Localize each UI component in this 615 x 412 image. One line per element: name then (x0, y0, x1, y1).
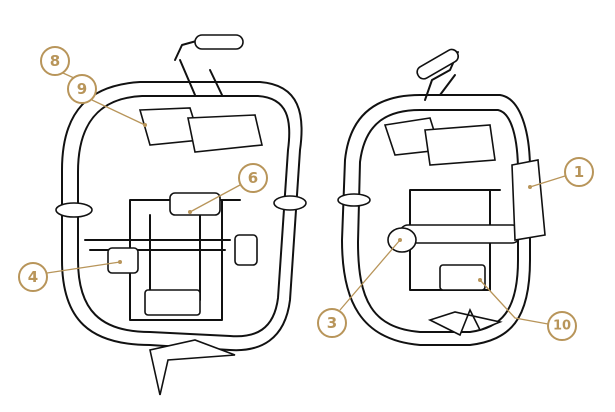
leader-1 (529, 175, 566, 188)
callout-label: 1 (574, 163, 584, 181)
pan-knob (234, 234, 258, 266)
camera-plate (144, 289, 201, 316)
inner-cage-ring (77, 95, 291, 338)
callout-6: 6 (238, 163, 268, 193)
leader-6 (189, 184, 241, 213)
top-grip (194, 34, 244, 50)
right-grip-clamp (273, 195, 307, 211)
callout-4: 4 (18, 262, 48, 292)
camera-plate (439, 264, 486, 291)
gimbal-right-view (337, 48, 546, 346)
stand-foot (427, 308, 503, 337)
left-grip-clamp (55, 202, 93, 218)
roll-motor (424, 124, 496, 166)
outer-cage-ring (61, 81, 303, 352)
crossbar (84, 239, 231, 251)
callout-3: 3 (317, 308, 347, 338)
callout-label: 3 (327, 314, 337, 332)
callout-8: 8 (40, 46, 70, 76)
top-grip (416, 48, 460, 80)
callout-label: 10 (553, 319, 571, 334)
leader-10 (479, 279, 549, 325)
side-motor (511, 159, 546, 241)
leader-3 (339, 239, 401, 311)
leader-4 (46, 261, 121, 274)
tilt-motor (169, 192, 221, 216)
side-motor (107, 247, 139, 274)
leader-8 (62, 72, 75, 79)
left-grip-clamp (337, 193, 371, 207)
callouts: 8 9 6 4 1 3 10 (18, 46, 594, 341)
callout-label: 9 (77, 80, 87, 98)
callout-1: 1 (564, 157, 594, 187)
stand-foot (149, 339, 236, 396)
leader-9 (91, 99, 146, 126)
callout-label: 6 (248, 169, 258, 187)
tilt-arm (399, 224, 521, 244)
outer-cage-ring (341, 94, 531, 346)
callout-label: 8 (50, 52, 60, 70)
roll-motor (187, 114, 263, 153)
gimbal-left-view (55, 34, 307, 396)
inner-cage-ring (357, 109, 519, 333)
callout-label: 4 (28, 268, 38, 286)
callout-10: 10 (547, 311, 577, 341)
callout-9: 9 (67, 74, 97, 104)
